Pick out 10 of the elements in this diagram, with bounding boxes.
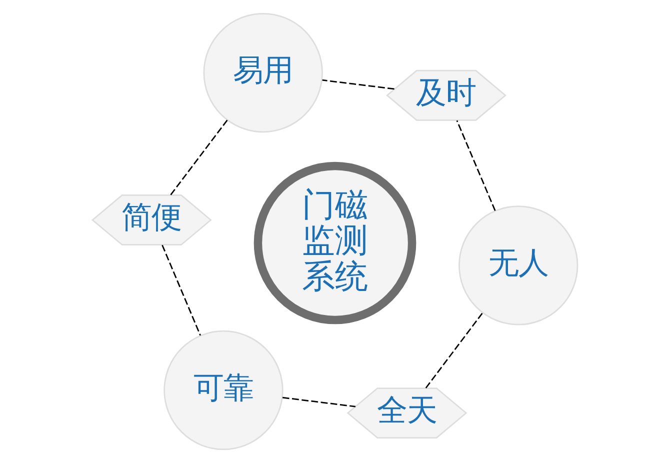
node-circle: 易用 <box>203 12 323 133</box>
connector <box>282 396 356 408</box>
node-circle: 无人 <box>458 206 578 326</box>
connector <box>170 120 228 196</box>
node-circle: 可靠 <box>164 330 284 450</box>
connector <box>456 120 496 211</box>
connector <box>322 79 394 90</box>
connector <box>425 312 484 388</box>
node-circle: 门磁监测系统 <box>254 162 416 324</box>
connector <box>162 244 201 336</box>
